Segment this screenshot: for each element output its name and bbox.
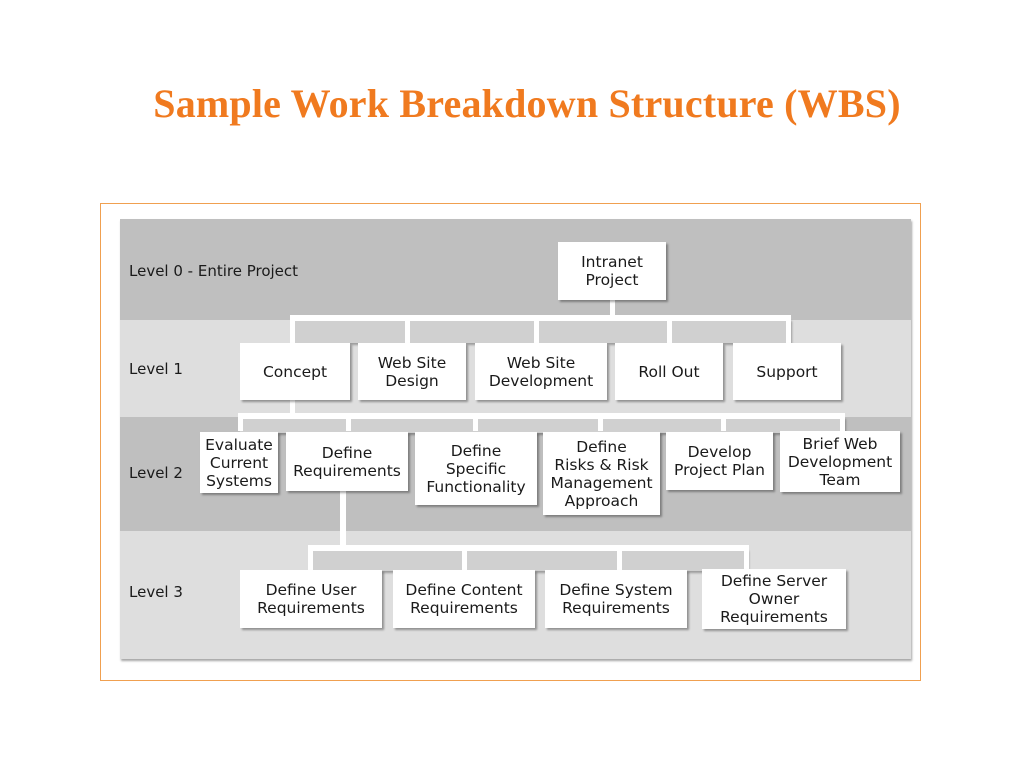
level-0-label: Level 0 - Entire Project xyxy=(129,262,299,280)
level-3-label: Level 3 xyxy=(129,583,183,601)
node-support: Support xyxy=(733,343,841,400)
connector xyxy=(534,315,539,343)
connector xyxy=(462,545,467,570)
node-develop-project-plan: Develop Project Plan xyxy=(666,432,773,490)
connector xyxy=(598,413,603,431)
connector xyxy=(786,315,791,343)
node-define-server-owner-requirements: Define Server Owner Requirements xyxy=(702,569,846,629)
node-web-site-development: Web Site Development xyxy=(475,343,607,400)
node-brief-web-development-team: Brief Web Development Team xyxy=(780,431,900,492)
connector xyxy=(340,491,346,547)
node-define-requirements: Define Requirements xyxy=(286,432,408,491)
node-define-system-requirements: Define System Requirements xyxy=(545,570,687,628)
level-1-ribbon xyxy=(293,319,790,343)
node-define-risks: Define Risks & Risk Management Approach xyxy=(543,432,660,515)
connector xyxy=(610,299,615,317)
level-1-label: Level 1 xyxy=(129,360,183,378)
connector xyxy=(405,315,410,343)
node-intranet-project: Intranet Project xyxy=(558,242,666,300)
connector xyxy=(840,413,845,431)
level-3-ribbon xyxy=(310,549,747,571)
level-2-label: Level 2 xyxy=(129,464,183,482)
level-2-ribbon xyxy=(240,417,844,433)
node-concept: Concept xyxy=(240,343,350,400)
connector xyxy=(290,315,791,321)
connector xyxy=(667,315,672,343)
connector xyxy=(290,399,295,415)
connector xyxy=(238,413,845,419)
node-roll-out: Roll Out xyxy=(615,343,723,400)
connector xyxy=(290,315,295,343)
node-define-specific-functionality: Define Specific Functionality xyxy=(415,432,537,505)
connector xyxy=(721,413,726,431)
connector xyxy=(238,413,243,431)
connector xyxy=(617,545,622,570)
level-0-band xyxy=(120,219,911,320)
wbs-panel: Level 0 - Entire Project Level 1 Level 2… xyxy=(120,219,911,659)
node-web-site-design: Web Site Design xyxy=(358,343,466,400)
node-evaluate-current-systems: Evaluate Current Systems xyxy=(200,432,278,493)
node-define-content-requirements: Define Content Requirements xyxy=(393,570,535,628)
connector xyxy=(744,545,749,570)
node-define-user-requirements: Define User Requirements xyxy=(240,570,382,628)
connector xyxy=(473,413,478,431)
connector xyxy=(308,545,313,570)
slide-title: Sample Work Breakdown Structure (WBS) xyxy=(153,81,901,126)
connector xyxy=(346,413,351,431)
connector xyxy=(308,545,749,551)
